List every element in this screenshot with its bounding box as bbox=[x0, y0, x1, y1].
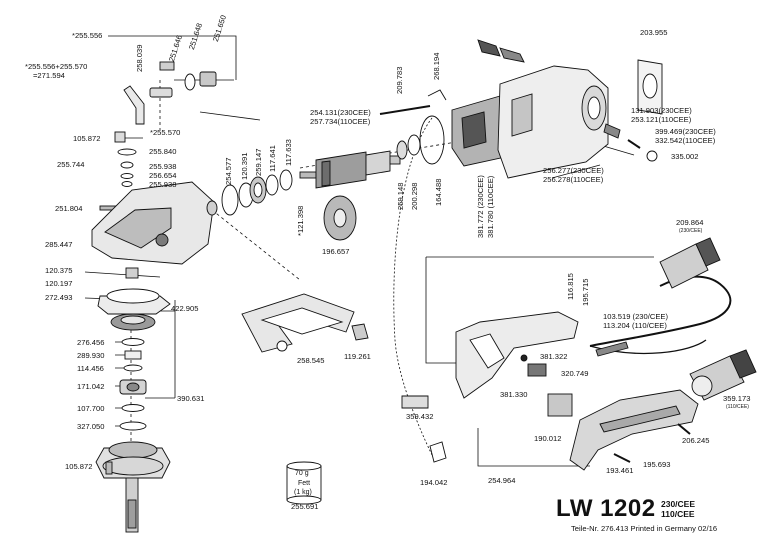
label-117633: 117.633 bbox=[284, 139, 293, 166]
label-259147: 259.147 bbox=[254, 148, 263, 176]
label-289930: 289.930 bbox=[77, 351, 105, 360]
label-256654: 256.654 bbox=[149, 171, 177, 180]
label-209783: 209.783 bbox=[395, 66, 404, 94]
label-119261: 119.261 bbox=[344, 352, 371, 361]
label-257734: 257.734(110CEE) bbox=[310, 117, 371, 126]
label-255570: *255.570 bbox=[150, 128, 181, 137]
label-255744: 255.744 bbox=[57, 160, 85, 169]
label-254577: 254.577 bbox=[224, 157, 233, 185]
label-422905: 422.905 bbox=[171, 304, 199, 313]
label-196657: 196.657 bbox=[322, 247, 350, 256]
label-256278: 256.278(110CEE) bbox=[543, 175, 604, 184]
label-120391: 120.391 bbox=[240, 152, 249, 180]
label-195715: 195.715 bbox=[581, 278, 590, 306]
label-255556-255570: *255.556+255.570 bbox=[25, 62, 88, 71]
handle-shell-lower bbox=[569, 389, 699, 471]
bracket-bottom-group bbox=[477, 428, 590, 467]
motor-housing bbox=[497, 65, 609, 179]
label-256277: 256.277(230CEE) bbox=[543, 166, 604, 175]
label-359173: 359.173 bbox=[723, 394, 751, 403]
label-254131: 254.131(230CEE) bbox=[310, 108, 371, 117]
label-194042: 194.042 bbox=[420, 478, 448, 487]
label-285447: 285.447 bbox=[45, 240, 73, 249]
label-272493: 272.493 bbox=[45, 293, 73, 302]
side-handle-rod bbox=[123, 85, 145, 125]
label-114456: 114.456 bbox=[77, 364, 104, 373]
variant-110cee: 110/CEE bbox=[661, 509, 695, 519]
label-209864: 209.864 bbox=[676, 218, 704, 227]
bracket-255556 bbox=[108, 35, 237, 80]
label-320749: 320.749 bbox=[561, 369, 589, 378]
label-113204: 113.204 (110/CEE) bbox=[603, 321, 667, 330]
label-190012: 190.012 bbox=[534, 434, 562, 443]
label-131903: 131.903(230CEE) bbox=[631, 106, 692, 115]
label-121398: *121.398 bbox=[296, 205, 305, 236]
label-103519: 103.519 (230/CEE) bbox=[603, 312, 669, 321]
label-255938-b: 255.938 bbox=[149, 180, 177, 189]
label-258039: 258.039 bbox=[135, 44, 144, 72]
label-120375: 120.375 bbox=[45, 266, 73, 275]
label-251804: 251.804 bbox=[55, 204, 83, 213]
label-209864-variant: (230/CEE) bbox=[679, 228, 703, 234]
label-195693: 195.693 bbox=[643, 460, 671, 469]
plug-230cee bbox=[659, 243, 709, 289]
label-390631: 390.631 bbox=[177, 394, 205, 403]
label-258545: 258.545 bbox=[297, 356, 325, 365]
label-203955: 203.955 bbox=[640, 28, 668, 37]
label-255691: 255.691 bbox=[291, 502, 319, 511]
label-381780: 381.780 (110CEE) bbox=[486, 175, 495, 238]
label-171042: 171.042 bbox=[77, 382, 105, 391]
label-255556: *255.556 bbox=[72, 31, 103, 40]
grease-weight: 70 g bbox=[295, 470, 309, 477]
label-381322: 381.322 bbox=[540, 352, 568, 361]
label-359432: 359.432 bbox=[406, 412, 434, 421]
label-206245: 206.245 bbox=[682, 436, 710, 445]
variant-230cee: 230/CEE bbox=[661, 499, 696, 509]
label-200298: 200.298 bbox=[410, 182, 419, 210]
part-number-footer: Teile-Nr. 276.413 Printed in Germany 02/… bbox=[571, 524, 718, 533]
label-327050: 327.050 bbox=[77, 422, 105, 431]
grease-quantity: (1 kg) bbox=[294, 489, 312, 496]
label-268194: 268.194 bbox=[432, 52, 441, 80]
label-255840: 255.840 bbox=[149, 147, 177, 156]
label-120197: 120.197 bbox=[45, 279, 73, 288]
handle-shell-upper bbox=[455, 311, 579, 399]
label-255938-a: 255.938 bbox=[149, 162, 177, 171]
label-253121: 253.121(110CEE) bbox=[631, 115, 692, 124]
label-259148: 259.148 bbox=[396, 182, 405, 210]
label-164488: 164.488 bbox=[434, 178, 443, 206]
label-105872-top: 105.872 bbox=[73, 134, 101, 143]
label-359173-variant: (110/CEE) bbox=[726, 404, 749, 410]
spindle-lock-button bbox=[149, 87, 173, 98]
label-107700: 107.700 bbox=[77, 404, 105, 413]
label-335002: 335.002 bbox=[671, 152, 699, 161]
label-276456: 276.456 bbox=[77, 338, 105, 347]
label-271594: =271.594 bbox=[33, 71, 65, 80]
label-254964: 254.964 bbox=[488, 476, 516, 485]
label-399469: 399.469(230CEE) bbox=[655, 127, 716, 136]
label-381330: 381.330 bbox=[500, 390, 528, 399]
label-193461: 193.461 bbox=[606, 466, 634, 475]
model-title: LW 1202 bbox=[556, 495, 656, 522]
label-332542: 332.542(110CEE) bbox=[655, 136, 716, 145]
label-117641: 117.641 bbox=[268, 145, 277, 172]
grease-name: Fett bbox=[298, 480, 311, 487]
label-381772: 381.772 (230CEE) bbox=[476, 175, 485, 238]
label-116815: 116.815 bbox=[566, 273, 575, 300]
label-105872-bottom: 105.872 bbox=[65, 462, 93, 471]
